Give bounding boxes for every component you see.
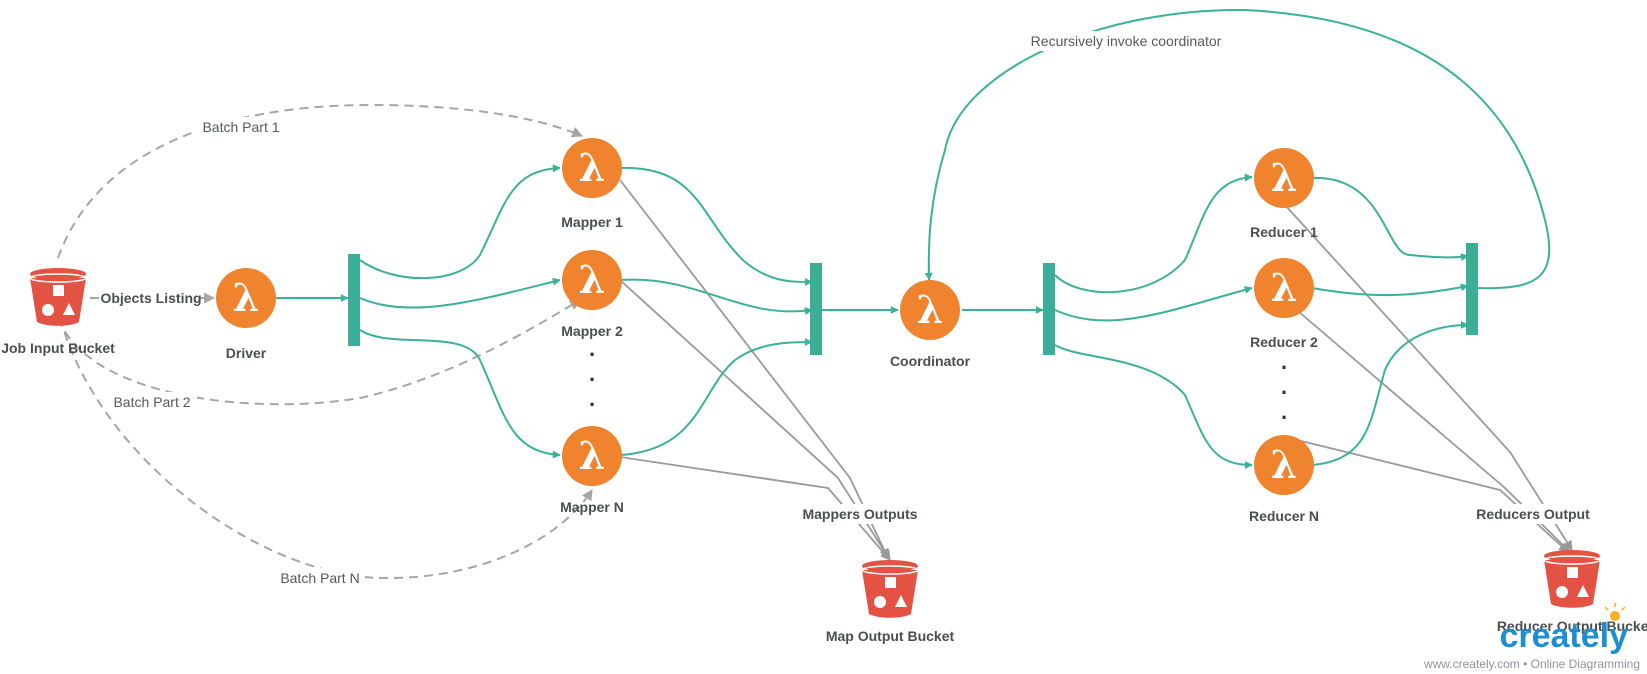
edge-r2-to-red-out <box>1284 299 1571 553</box>
lambda-symbol: λ <box>233 275 260 320</box>
reducer-n-node[interactable]: λ Reducer N <box>1249 435 1319 524</box>
join-bar-mappers <box>810 263 822 355</box>
edge-split-to-m1 <box>359 164 561 280</box>
lambda-symbol: λ <box>579 145 606 190</box>
edge-split-to-r2 <box>1054 286 1253 322</box>
split-bar-reducers <box>1043 263 1055 355</box>
edge-split-to-m2 <box>359 277 561 309</box>
lambda-icon <box>562 426 622 486</box>
mapper-2-label: Mapper 2 <box>561 323 623 339</box>
split-bar-mappers <box>348 254 360 346</box>
lambda-icon <box>562 138 622 198</box>
mapper-n-label: Mapper N <box>560 499 624 515</box>
coordinator-label: Coordinator <box>890 353 971 369</box>
bucket-icon <box>861 560 919 618</box>
lambda-symbol: λ <box>917 287 944 332</box>
reducers-output-label: Reducers Output <box>1476 506 1590 522</box>
lambda-icon <box>1254 148 1314 208</box>
job-input-bucket-label: Job Input Bucket <box>1 340 115 356</box>
ellipsis-dot: . <box>1281 374 1287 399</box>
edge-m1-to-map-out <box>619 179 889 559</box>
bulb-icon <box>1604 603 1626 621</box>
mapper-1-label: Mapper 1 <box>561 214 623 230</box>
edge-recursive-invoke <box>924 8 1551 290</box>
edge-split-to-r1 <box>1054 173 1253 294</box>
mapper-2-node[interactable]: λ Mapper 2 <box>561 250 623 339</box>
reducer-ellipsis: . . . <box>1281 349 1287 424</box>
mappers-outputs-label: Mappers Outputs <box>802 506 917 522</box>
join-bar-reducers <box>1466 243 1478 335</box>
batch-part-1-label: Batch Part 1 <box>202 119 279 135</box>
edge-r2-to-join <box>1311 283 1469 297</box>
ellipsis-dot: . <box>1281 349 1287 374</box>
edge-m1-to-join <box>619 166 813 286</box>
ellipsis-dot: . <box>589 386 595 411</box>
lambda-symbol: λ <box>1271 265 1298 310</box>
lambda-icon <box>1254 258 1314 318</box>
lambda-symbol: λ <box>579 433 606 478</box>
edge-r1-to-join <box>1311 176 1469 262</box>
reducer-2-label: Reducer 2 <box>1250 334 1318 350</box>
map-output-bucket[interactable]: Map Output Bucket <box>826 560 955 644</box>
lambda-symbol: λ <box>1271 155 1298 200</box>
driver-label: Driver <box>226 345 267 361</box>
lambda-icon <box>562 250 622 310</box>
bucket-icon <box>1543 550 1601 608</box>
lambda-icon <box>900 280 960 340</box>
edge-batch-part-n <box>59 317 593 580</box>
job-input-bucket[interactable]: Job Input Bucket <box>1 268 115 356</box>
recursive-invoke-label: Recursively invoke coordinator <box>1031 33 1222 49</box>
mapper-n-node[interactable]: λ Mapper N <box>560 426 624 515</box>
edge-rn-to-join <box>1311 321 1469 466</box>
batch-part-2-label: Batch Part 2 <box>113 394 190 410</box>
reducer-output-bucket-label: Reducer Output Bucket <box>1497 618 1647 634</box>
edge-m2-to-join <box>619 278 813 315</box>
batch-part-n-label: Batch Part N <box>280 570 359 586</box>
edge-split-to-mn <box>359 329 561 459</box>
bucket-icon <box>29 268 87 326</box>
objects-listing-label: Objects Listing <box>100 290 201 306</box>
edge-split-to-rn <box>1054 344 1253 469</box>
mapper-ellipsis: . . . <box>589 336 595 411</box>
lambda-symbol: λ <box>1271 442 1298 487</box>
map-output-bucket-label: Map Output Bucket <box>826 628 955 644</box>
ellipsis-dot: . <box>589 336 595 361</box>
edge-m2-to-map-out <box>619 279 891 561</box>
ellipsis-dot: . <box>589 361 595 386</box>
lambda-icon <box>1254 435 1314 495</box>
coordinator-node[interactable]: λ Coordinator <box>890 280 971 369</box>
ellipsis-dot: . <box>1281 399 1287 424</box>
lambda-icon <box>216 268 276 328</box>
edge-mn-to-map-out <box>619 456 891 561</box>
creately-footer: www.creately.com • Online Diagramming <box>1423 657 1640 671</box>
reducer-n-label: Reducer N <box>1249 508 1319 524</box>
mapper-1-node[interactable]: λ Mapper 1 <box>561 138 623 230</box>
edge-rn-to-red-out <box>1284 436 1569 553</box>
driver-node[interactable]: λ Driver <box>216 268 276 361</box>
creately-logo-text: creately <box>1499 617 1628 655</box>
edge-mn-to-join <box>619 338 813 456</box>
reducer-1-node[interactable]: λ Reducer 1 <box>1250 148 1318 240</box>
edge-batch-part-2 <box>57 299 581 406</box>
edge-batch-part-1 <box>57 103 584 259</box>
creately-watermark: creately www.creately.com • Online Diagr… <box>1423 603 1640 671</box>
reducer-1-label: Reducer 1 <box>1250 224 1318 240</box>
lambda-symbol: λ <box>579 257 606 302</box>
reducer-2-node[interactable]: λ Reducer 2 <box>1250 258 1318 350</box>
reducer-output-bucket[interactable]: Reducer Output Bucket <box>1497 550 1647 634</box>
